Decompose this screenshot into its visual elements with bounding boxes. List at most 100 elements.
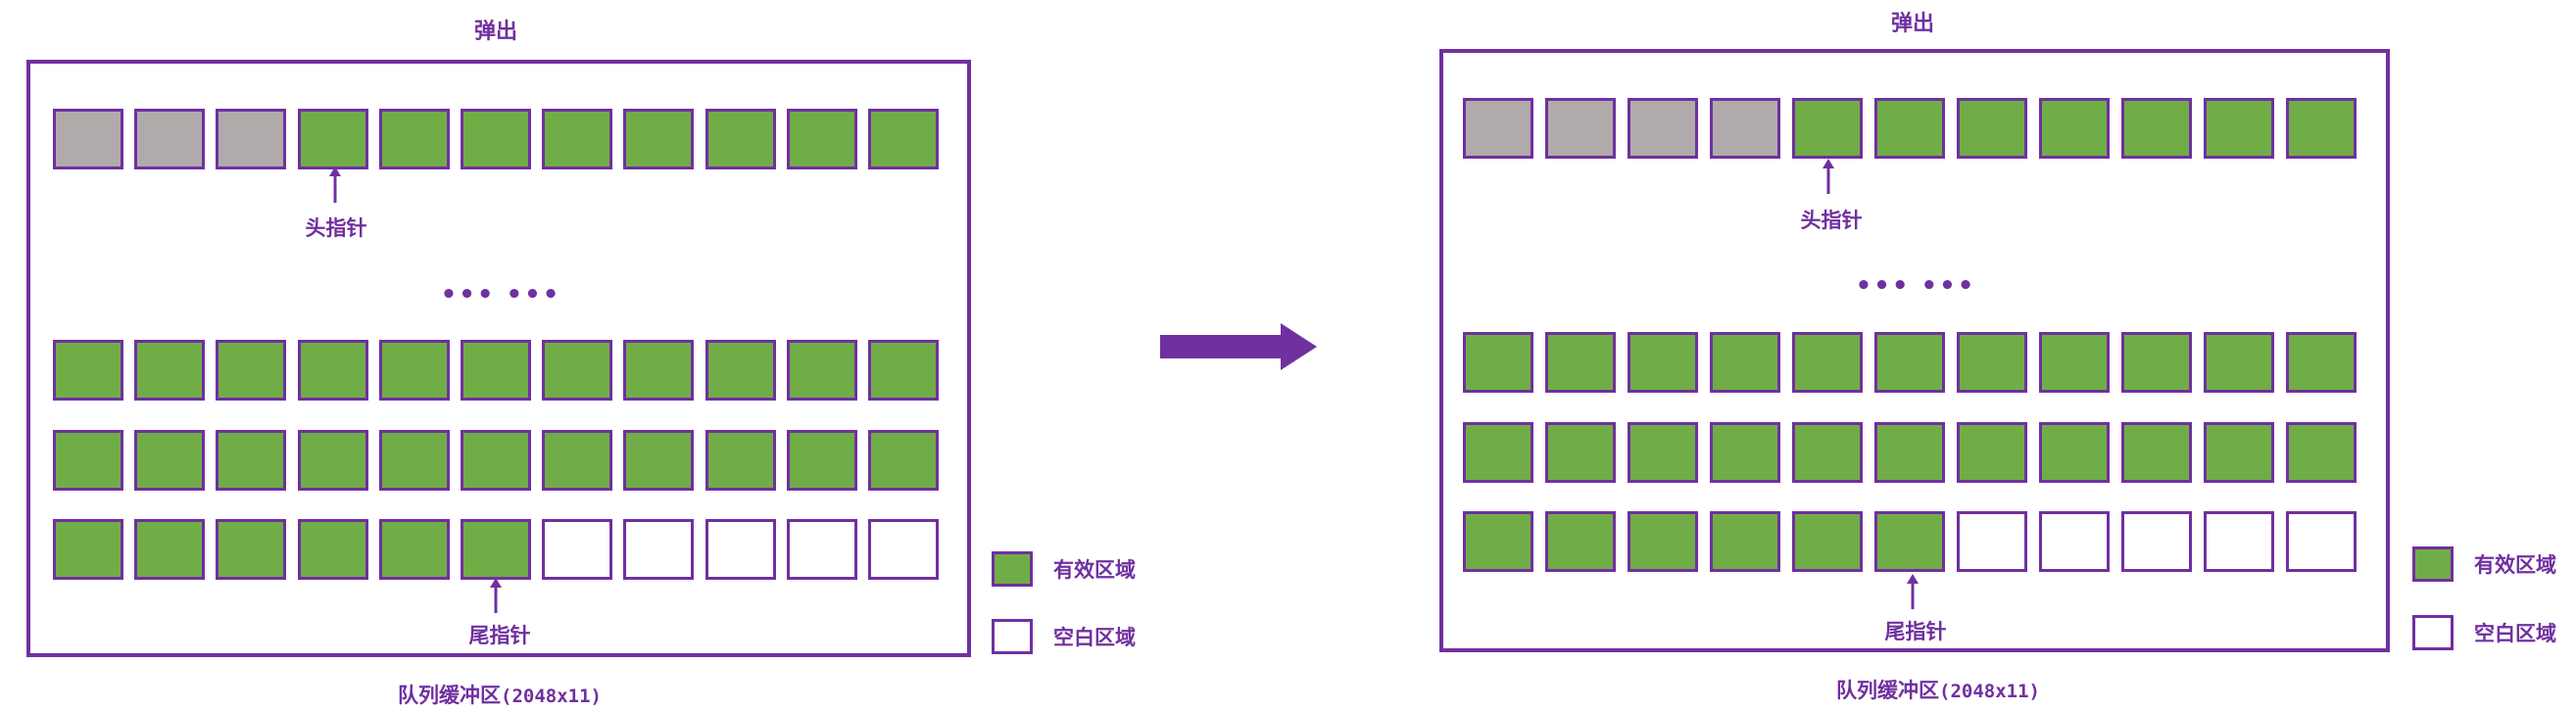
left-cell-r3-c3 (216, 430, 287, 491)
right-head-pointer-arrow (1823, 159, 1834, 194)
left-tail-pointer-arrow (490, 578, 502, 613)
left-cell-r2-c3 (216, 340, 287, 401)
left-ellipsis: ••• ••• (440, 280, 561, 309)
right-cell-r1-c3 (1628, 98, 1698, 159)
left-cell-r2-c11 (868, 340, 939, 401)
right-cell-r4-c6 (1874, 511, 1945, 572)
left-cell-r1-c1 (53, 109, 123, 169)
left-cell-r3-c2 (134, 430, 206, 491)
left-cell-r3-c10 (786, 430, 857, 491)
left-cell-r2-c9 (705, 340, 776, 401)
left-legend-empty-swatch (992, 619, 1033, 654)
right-ellipsis: ••• ••• (1855, 271, 1976, 301)
right-cell-r1-c5 (1792, 98, 1863, 159)
left-cell-r3-c8 (623, 430, 695, 491)
left-cell-r3-c5 (378, 430, 450, 491)
left-cell-r4-c4 (297, 519, 368, 580)
left-cell-r1-c3 (216, 109, 287, 169)
left-cell-r4-c9 (705, 519, 776, 580)
right-cell-r1-c7 (1957, 98, 2027, 159)
right-cell-r2-c5 (1792, 332, 1863, 393)
right-cell-r4-c9 (2121, 511, 2192, 572)
right-tail-pointer-label: 尾指针 (1884, 620, 1947, 643)
right-cell-r3-c7 (1957, 422, 2027, 483)
left-cell-r4-c1 (53, 519, 123, 580)
right-cell-r1-c6 (1874, 98, 1945, 159)
right-cell-r2-c1 (1463, 332, 1533, 393)
right-cell-r4-c5 (1792, 511, 1863, 572)
right-cell-r2-c2 (1545, 332, 1616, 393)
right-cell-r1-c11 (2286, 98, 2357, 159)
right-buffer-caption: 队列缓冲区(2048x11) (1836, 675, 2040, 704)
right-cell-r3-c3 (1628, 422, 1698, 483)
left-cell-r2-c4 (297, 340, 368, 401)
right-cell-r2-c7 (1957, 332, 2027, 393)
left-tail-pointer-label: 尾指针 (468, 624, 531, 647)
left-head-pointer-label: 头指针 (305, 216, 367, 240)
left-panel-title: 弹出 (473, 20, 518, 44)
transition-arrow-shape (1160, 323, 1317, 370)
right-legend-empty-label: 空白区域 (2474, 622, 2556, 645)
right-caption-dims: (2048x11) (1939, 681, 2040, 702)
left-cell-r3-c4 (297, 430, 368, 491)
right-cell-r2-c6 (1874, 332, 1945, 393)
left-legend-valid-label: 有效区域 (1053, 558, 1136, 582)
right-cell-r4-c10 (2204, 511, 2274, 572)
right-cell-r3-c2 (1545, 422, 1616, 483)
right-cell-r4-c4 (1710, 511, 1780, 572)
right-cell-r3-c9 (2121, 422, 2192, 483)
left-cell-r4-c2 (134, 519, 206, 580)
left-cell-r1-c8 (623, 109, 695, 169)
left-cell-r3-c1 (53, 430, 123, 491)
right-cell-r4-c1 (1463, 511, 1533, 572)
left-cell-r4-c7 (542, 519, 613, 580)
right-cell-r1-c10 (2204, 98, 2274, 159)
left-cell-r4-c11 (868, 519, 939, 580)
left-cell-r1-c10 (786, 109, 857, 169)
left-cell-r3-c9 (705, 430, 776, 491)
left-queue-buffer: 头指针 ••• ••• 尾指针 (26, 60, 971, 657)
left-cell-r4-c8 (623, 519, 695, 580)
left-legend-valid-swatch (992, 551, 1033, 587)
left-cell-r4-c10 (786, 519, 857, 580)
right-cell-r1-c2 (1545, 98, 1616, 159)
left-cell-r2-c6 (461, 340, 531, 401)
right-cell-r3-c5 (1792, 422, 1863, 483)
right-cell-r1-c1 (1463, 98, 1533, 159)
left-head-pointer-arrow (329, 166, 341, 203)
left-cell-r2-c1 (53, 340, 123, 401)
right-caption-text: 队列缓冲区 (1836, 679, 1940, 702)
right-cell-r2-c9 (2121, 332, 2192, 393)
left-legend-empty-label: 空白区域 (1053, 626, 1136, 649)
left-cell-r4-c5 (378, 519, 450, 580)
right-cell-r3-c8 (2039, 422, 2110, 483)
right-cell-r3-c1 (1463, 422, 1533, 483)
left-cell-r2-c10 (786, 340, 857, 401)
left-buffer-caption: 队列缓冲区(2048x11) (398, 680, 602, 709)
left-cell-r2-c7 (542, 340, 613, 401)
right-legend-valid-swatch (2412, 546, 2454, 582)
right-legend-valid-label: 有效区域 (2474, 553, 2556, 577)
right-head-pointer-label: 头指针 (1800, 209, 1863, 232)
right-cell-r4-c2 (1545, 511, 1616, 572)
right-cell-r2-c3 (1628, 332, 1698, 393)
left-cell-r4-c6 (461, 519, 531, 580)
left-cell-r1-c4 (297, 109, 368, 169)
left-cell-r2-c8 (623, 340, 695, 401)
right-legend-empty-swatch (2412, 615, 2454, 650)
left-cell-r4-c3 (216, 519, 287, 580)
right-cell-r2-c10 (2204, 332, 2274, 393)
left-cell-r3-c7 (542, 430, 613, 491)
right-cell-r2-c8 (2039, 332, 2110, 393)
right-cell-r1-c8 (2039, 98, 2110, 159)
left-cell-r3-c6 (461, 430, 531, 491)
right-cell-r3-c4 (1710, 422, 1780, 483)
left-cell-r2-c5 (378, 340, 450, 401)
right-cell-r4-c7 (1957, 511, 2027, 572)
right-panel-title: 弹出 (1890, 12, 1935, 36)
right-cell-r4-c8 (2039, 511, 2110, 572)
left-cell-r3-c11 (868, 430, 939, 491)
left-cell-r1-c11 (868, 109, 939, 169)
right-cell-r2-c4 (1710, 332, 1780, 393)
